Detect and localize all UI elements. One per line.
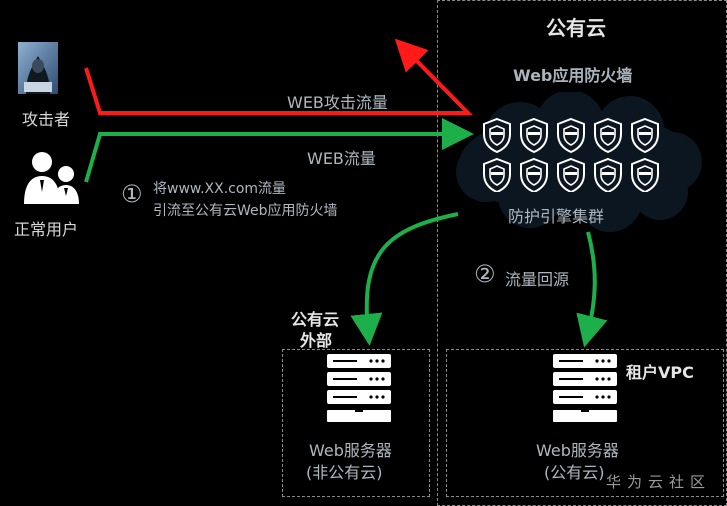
step1-line2: 引流至公有云Web应用防火墙	[153, 203, 338, 219]
shield-grid	[478, 116, 668, 194]
tenant-vpc-label: 租户VPC	[626, 363, 694, 382]
server-icon	[553, 354, 617, 422]
attacker-label: 攻击者	[22, 110, 71, 129]
origin-arrow-external	[350, 212, 459, 346]
external-zone-label-2: 外部	[300, 331, 333, 350]
shield-icon	[631, 117, 659, 154]
shield-icon	[594, 117, 622, 154]
attacker-avatar-icon	[18, 42, 58, 94]
waf-title: Web应用防火墙	[513, 66, 633, 85]
step2-label: 流量回源	[505, 270, 570, 289]
tenant-vpc-zone	[446, 349, 724, 497]
attack-flow-arrow	[84, 38, 473, 115]
normal-flow-label: WEB流量	[307, 149, 376, 168]
step1-line1: 将www.XX.com流量	[153, 181, 287, 197]
user-label: 正常用户	[14, 220, 79, 239]
shield-icon	[483, 117, 511, 154]
external-zone-label-1: 公有云	[291, 310, 340, 329]
shield-icon	[520, 117, 548, 154]
external-server-sub: (非公有云)	[306, 463, 383, 482]
watermark: 华为云社区	[606, 473, 712, 491]
step1-number: ①	[121, 180, 143, 208]
external-server-zone	[282, 349, 430, 497]
normal-flow-arrow	[84, 118, 474, 183]
public-cloud-title: 公有云	[546, 16, 606, 40]
tenant-server-sub: (公有云)	[544, 463, 605, 482]
engine-cluster-label: 防护引擎集群	[508, 207, 605, 226]
shield-icon	[557, 117, 585, 154]
users-icon	[22, 150, 80, 206]
step2-number: ②	[474, 260, 496, 288]
origin-arrow-tenant	[576, 231, 608, 348]
tenant-server-name: Web服务器	[536, 441, 619, 460]
attack-flow-label: WEB攻击流量	[287, 93, 388, 112]
server-icon	[327, 354, 391, 422]
external-server-name: Web服务器	[309, 441, 392, 460]
